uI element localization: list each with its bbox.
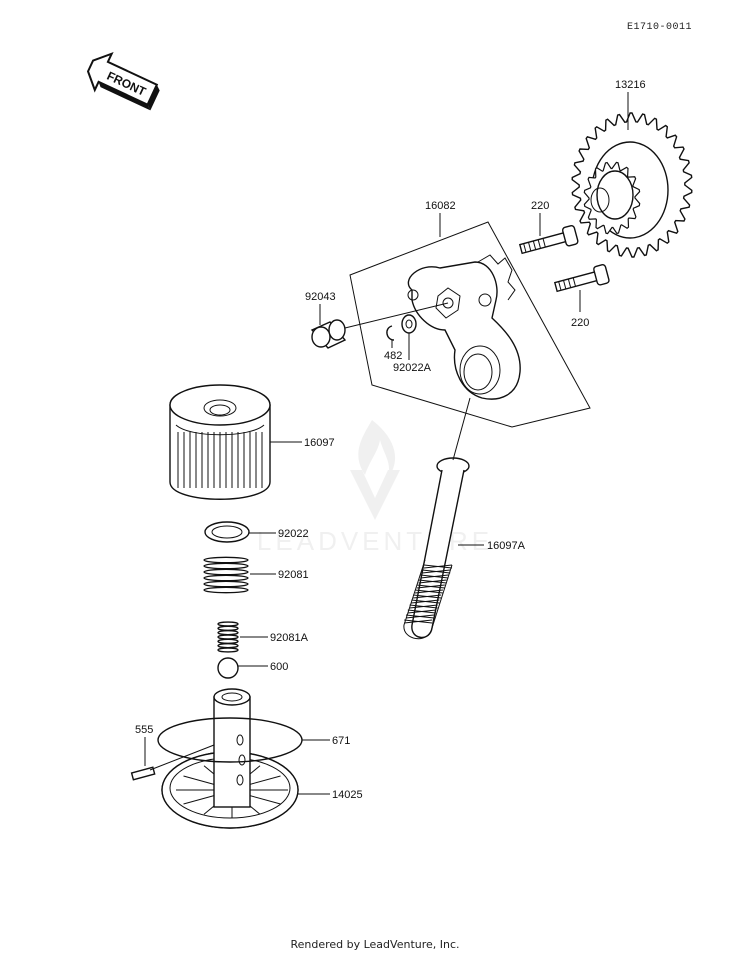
pump-assembly-outline bbox=[349, 221, 591, 428]
ball-600 bbox=[217, 657, 239, 679]
label-220-upper: 220 bbox=[531, 200, 549, 212]
oil-filter-16097 bbox=[169, 384, 271, 500]
washer-92022A bbox=[401, 314, 417, 334]
pin-555 bbox=[130, 766, 156, 781]
spring-92081 bbox=[203, 556, 249, 594]
bolt-220-upper bbox=[518, 224, 579, 255]
label-13216: 13216 bbox=[615, 79, 646, 91]
label-92022A: 92022A bbox=[393, 362, 432, 374]
dowel-pin-92043 bbox=[310, 319, 347, 349]
label-671: 671 bbox=[332, 735, 350, 747]
label-482: 482 bbox=[384, 350, 402, 362]
diagram-reference-code: E1710-0011 bbox=[626, 22, 692, 33]
label-16097A: 16097A bbox=[487, 540, 526, 552]
oil-strainer-16097A bbox=[403, 457, 470, 639]
footer-credit: Rendered by LeadVenture, Inc. bbox=[290, 938, 460, 951]
label-92081: 92081 bbox=[278, 569, 309, 581]
part-labels: 13216 16082 220 220 92043 482 92022A 160… bbox=[135, 79, 646, 801]
bolt-220-lower bbox=[553, 264, 610, 293]
label-220-lower: 220 bbox=[571, 317, 589, 329]
label-16097: 16097 bbox=[304, 437, 335, 449]
label-555: 555 bbox=[135, 724, 153, 736]
front-arrow-icon: FRONT bbox=[86, 51, 160, 111]
bypass-valve-14025 bbox=[161, 688, 299, 829]
spring-92081A bbox=[217, 621, 239, 653]
label-14025: 14025 bbox=[332, 789, 363, 801]
label-16082: 16082 bbox=[425, 200, 456, 212]
label-92022: 92022 bbox=[278, 528, 309, 540]
o-ring-92022 bbox=[204, 521, 250, 543]
label-92081A: 92081A bbox=[270, 632, 309, 644]
label-92043: 92043 bbox=[305, 291, 336, 303]
label-600: 600 bbox=[270, 661, 288, 673]
gear-13216 bbox=[571, 112, 693, 258]
oil-pump-body bbox=[407, 254, 521, 400]
circlip-482 bbox=[386, 325, 395, 341]
